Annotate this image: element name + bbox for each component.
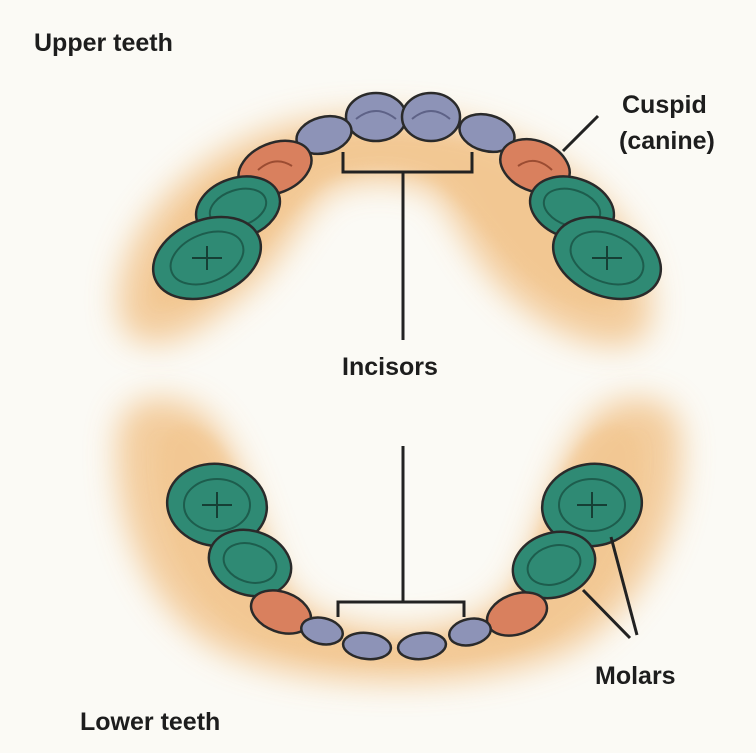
lower-incisors-bracket: [338, 602, 464, 617]
upper-molars: [141, 166, 673, 314]
molars-label: Molars: [595, 661, 676, 691]
lower-teeth-label: Lower teeth: [80, 707, 220, 737]
cuspid-label: Cuspid: [622, 90, 707, 120]
upper-central-incisor-left: [346, 93, 406, 141]
cuspid-leader-line: [563, 116, 598, 151]
incisors-label: Incisors: [342, 352, 438, 382]
upper-teeth-label: Upper teeth: [34, 28, 173, 58]
canine-label: (canine): [619, 126, 715, 156]
upper-central-incisor-right: [402, 93, 460, 141]
